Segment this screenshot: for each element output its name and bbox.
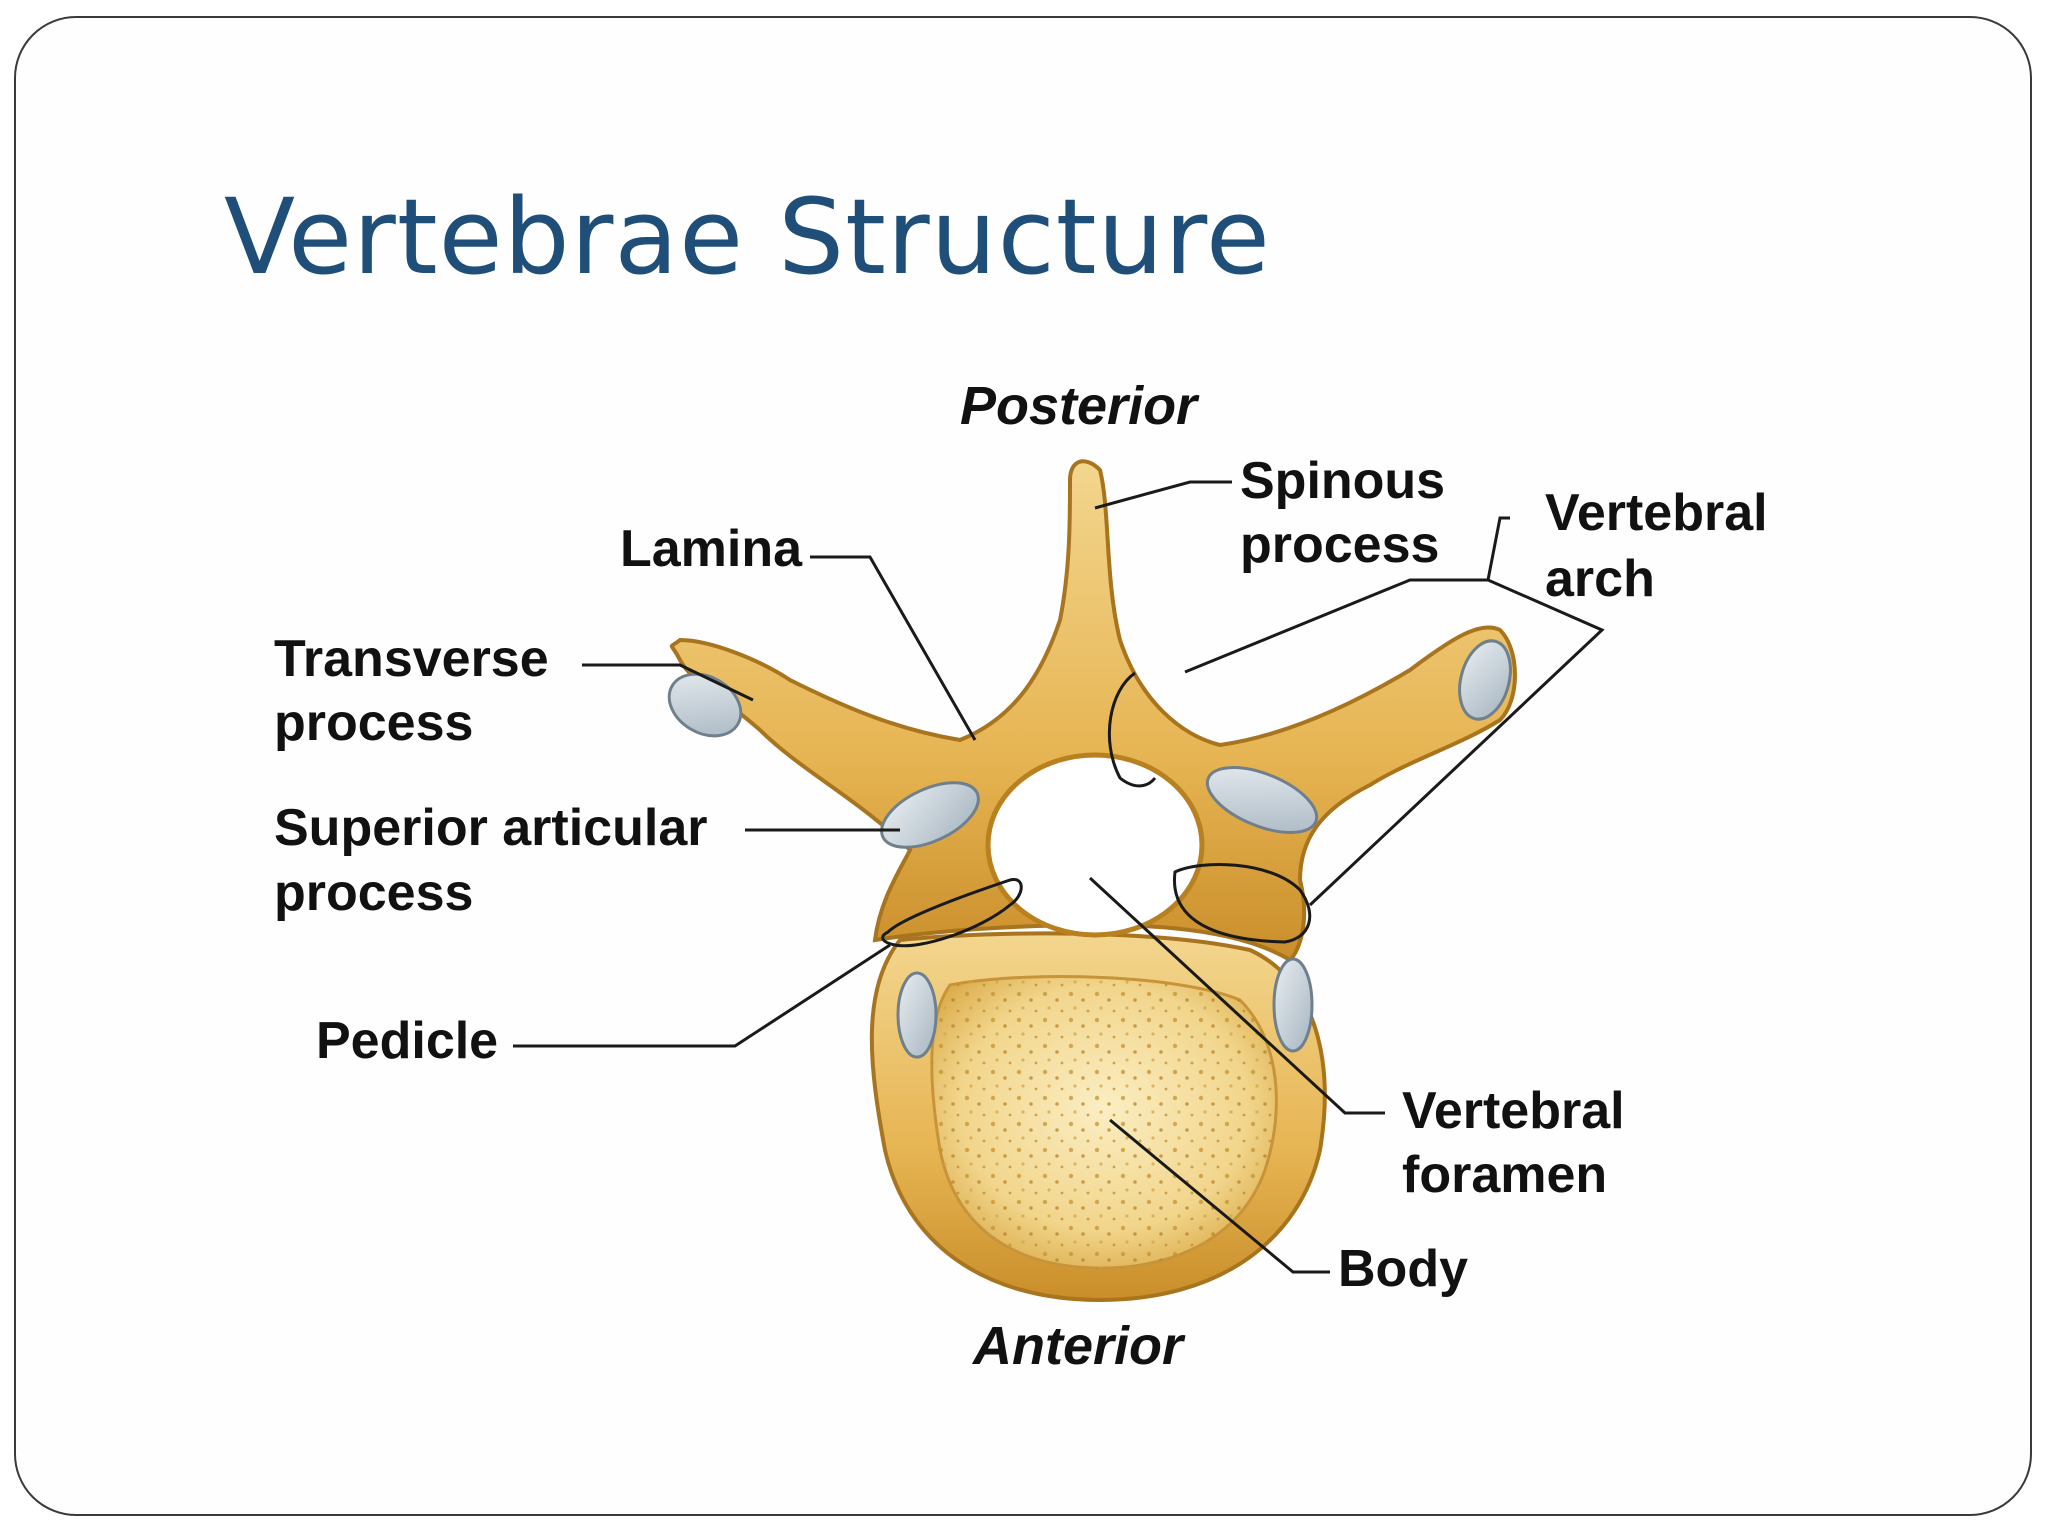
superior-articular-facet-right <box>1205 766 1319 834</box>
label-vertebral-foramen-line2: foramen <box>1402 1146 1607 1204</box>
label-pedicle: Pedicle <box>316 1012 498 1070</box>
label-anterior: Anterior <box>971 1316 1186 1376</box>
transverse-facet-left <box>667 672 743 738</box>
label-body: Body <box>1338 1240 1468 1298</box>
label-spinous-process-line1: Spinous <box>1240 452 1445 510</box>
label-superior-articular-line1: Superior articular <box>274 799 707 857</box>
vertebral-body <box>869 931 1327 1303</box>
vertebral-foramen <box>985 752 1205 938</box>
label-transverse-process-line2: process <box>274 694 473 752</box>
superior-articular-facet-left <box>880 781 980 849</box>
label-superior-articular-line2: process <box>274 864 473 922</box>
label-transverse-process-line1: Transverse <box>274 630 549 688</box>
diagram-labels: Posterior Anterior Spinous process Verte… <box>274 376 1768 1376</box>
label-posterior: Posterior <box>960 376 1200 436</box>
costal-facet-right <box>1272 957 1314 1053</box>
transverse-facet-right <box>1458 639 1512 721</box>
label-vertebral-arch-line2: arch <box>1545 550 1655 608</box>
slide-title: Vertebrae Structure <box>224 176 1271 298</box>
label-spinous-process-line2: process <box>1240 516 1439 574</box>
leader-lines <box>513 480 1605 1274</box>
costal-facet-left <box>896 971 938 1059</box>
label-vertebral-arch-line1: Vertebral <box>1545 484 1768 542</box>
label-lamina: Lamina <box>620 520 803 578</box>
articular-facets <box>667 639 1512 1059</box>
label-vertebral-foramen-line1: Vertebral <box>1402 1082 1625 1140</box>
